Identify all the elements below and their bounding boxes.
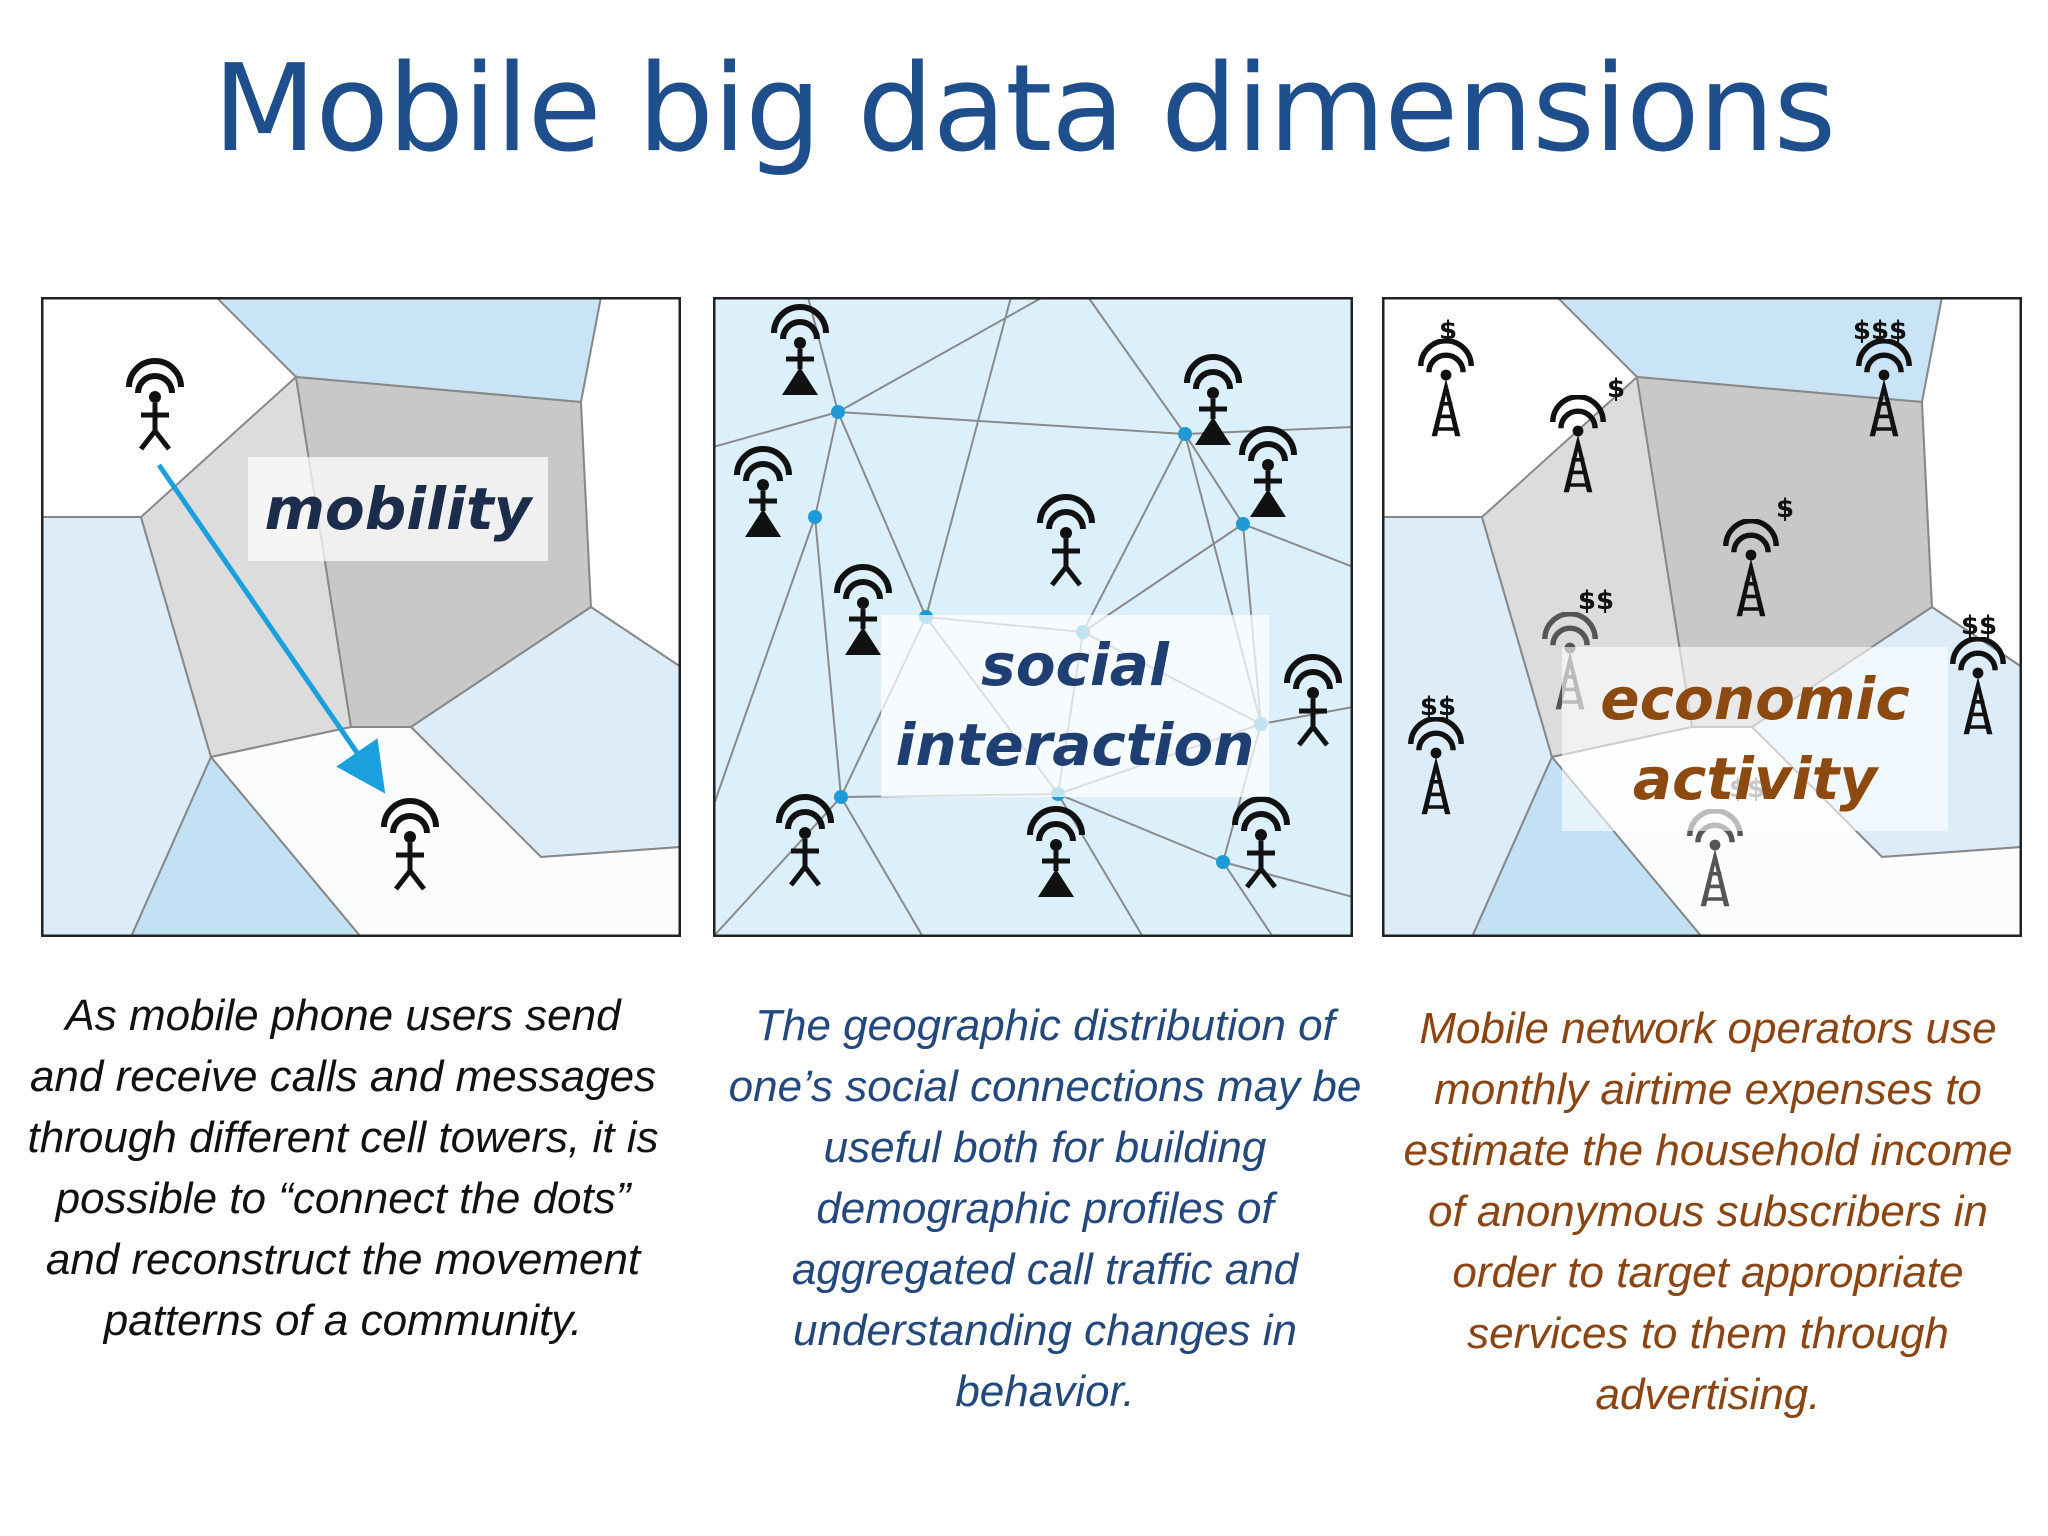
economic-panel: $ $ $$$ $ $$ $$ $$ $$ economic activity — [1382, 297, 2022, 937]
social-interaction-label: social interaction — [881, 615, 1269, 797]
slide-title: Mobile big data dimensions — [212, 40, 1836, 179]
tower-cost-label: $$ — [1578, 586, 1614, 616]
tower-cost-label: $ — [1607, 374, 1625, 404]
tower-cost-label: $$ — [1420, 692, 1456, 722]
mobility-map — [41, 297, 681, 937]
economic-label-line2: activity — [1632, 745, 1878, 813]
economic-activity-label: economic activity — [1562, 647, 1948, 831]
social-panel: social interaction — [713, 297, 1353, 937]
mobility-label: mobility — [248, 457, 548, 561]
tower-cost-label: $ — [1439, 316, 1457, 346]
tower-cost-label: $$ — [1961, 611, 1997, 641]
social-description: The geographic distribution of one’s soc… — [728, 1001, 1362, 1416]
tower-cost-label: $$$ — [1853, 316, 1907, 346]
mobility-description: As mobile phone users send and receive c… — [27, 991, 659, 1345]
economic-description: Mobile network operators use monthly air… — [1403, 1004, 2013, 1419]
mobility-panel: mobility — [41, 297, 681, 937]
social-label-line1: social — [981, 631, 1169, 699]
economic-label-line1: economic — [1600, 665, 1910, 733]
social-label-line2: interaction — [895, 711, 1255, 779]
economic-map: $ $ $$$ $ $$ $$ $$ $$ — [1382, 297, 2022, 937]
movement-arrow — [156, 463, 386, 794]
tower-cost-label: $ — [1776, 494, 1794, 524]
